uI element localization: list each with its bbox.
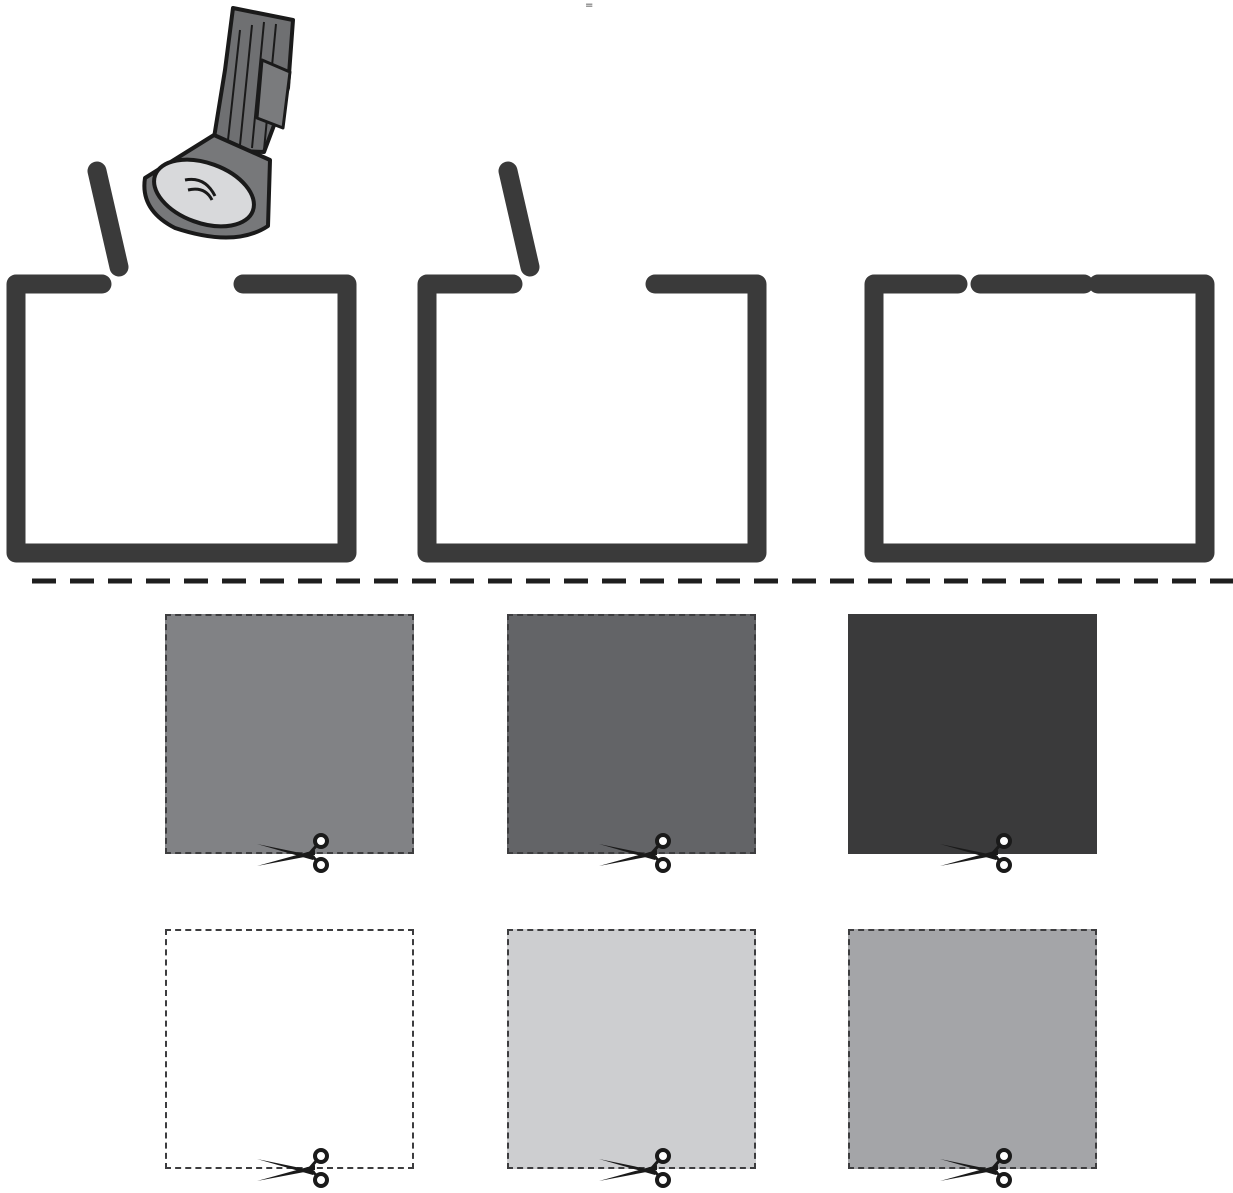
box-closed	[874, 284, 1205, 553]
box-open-middle	[427, 171, 757, 553]
color-swatch[interactable]	[165, 929, 414, 1169]
scissors-icon	[597, 1147, 675, 1189]
scissors-icon	[255, 1147, 333, 1189]
color-swatch[interactable]	[848, 614, 1097, 854]
color-swatch[interactable]	[507, 929, 756, 1169]
flashlight-icon	[144, 8, 293, 239]
color-swatch[interactable]	[165, 614, 414, 854]
scissors-icon	[255, 832, 333, 874]
color-swatch[interactable]	[848, 929, 1097, 1169]
open-lid-flap	[508, 171, 530, 267]
scissors-icon	[938, 832, 1016, 874]
open-lid-flap	[97, 171, 119, 267]
scissors-icon	[938, 1147, 1016, 1189]
color-swatch[interactable]	[507, 614, 756, 854]
scissors-icon	[597, 832, 675, 874]
